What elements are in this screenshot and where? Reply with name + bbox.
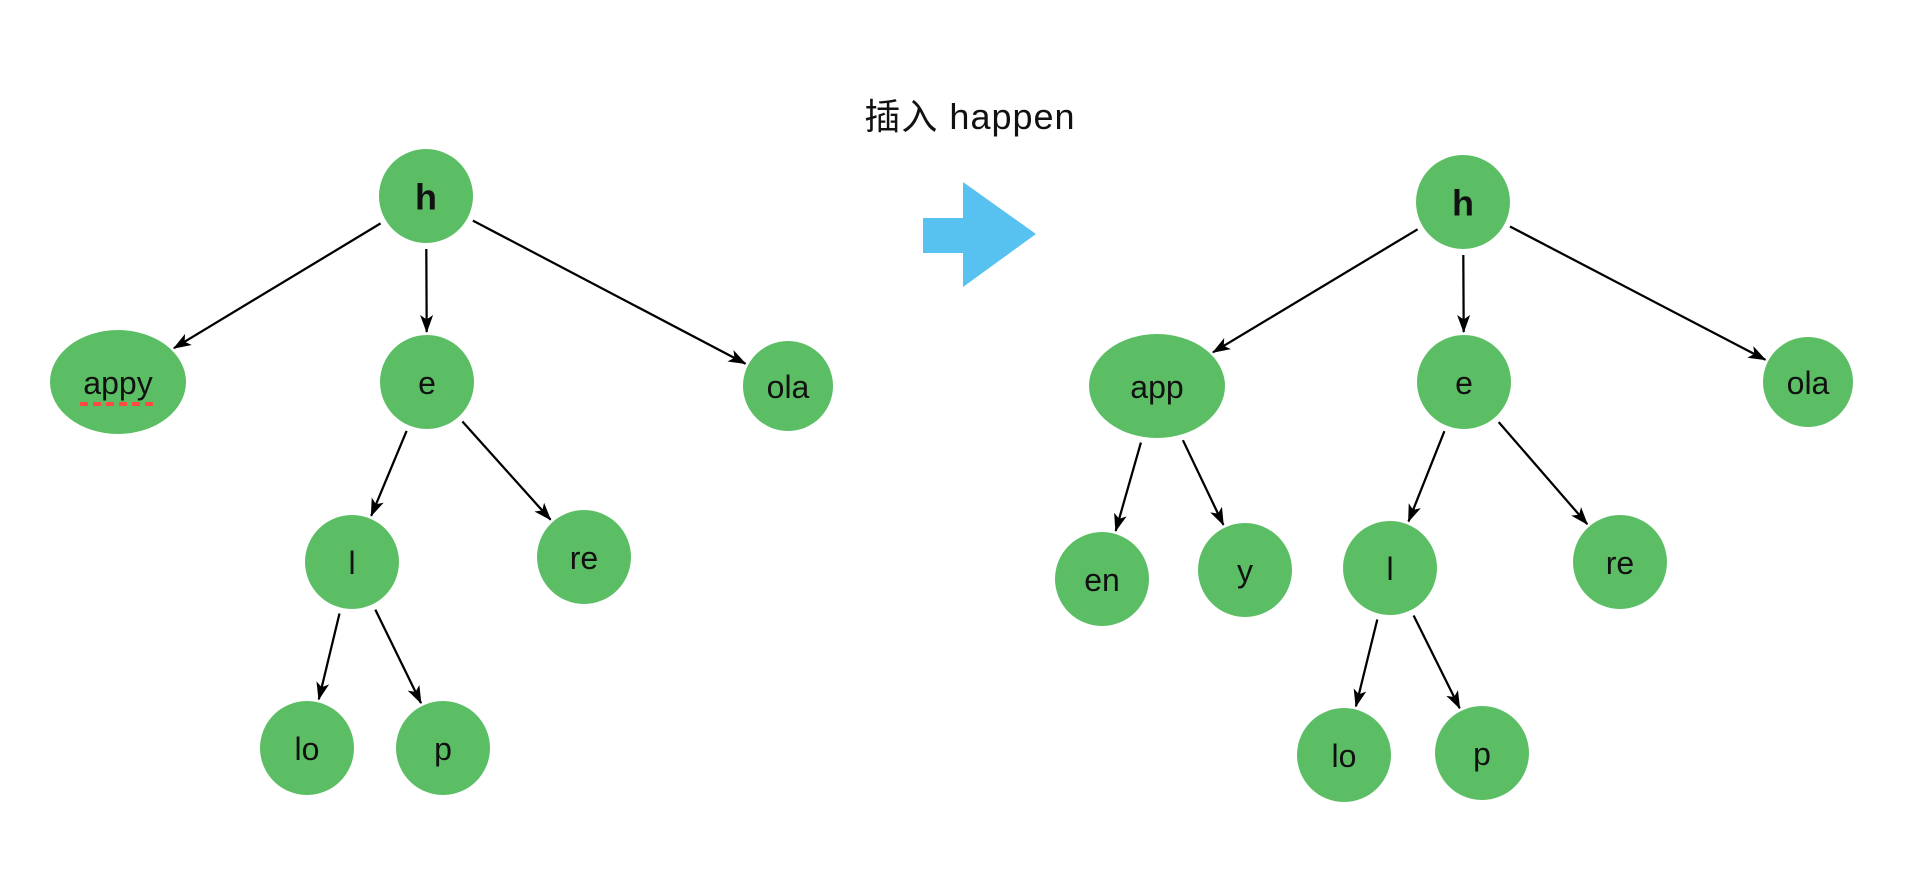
node-en <box>1055 532 1149 626</box>
node-label-l: l <box>1386 551 1393 587</box>
node-h <box>379 149 473 243</box>
edge-l-p <box>1412 614 1461 710</box>
node-appy <box>50 330 186 434</box>
node-label-e: e <box>1455 365 1473 401</box>
edge-l-lo <box>316 613 341 701</box>
edge-l-lo <box>1353 619 1379 708</box>
transform-arrow-icon <box>923 182 1036 287</box>
node-label-re: re <box>1606 545 1634 581</box>
edge-l-p <box>374 609 423 704</box>
node-label-en: en <box>1084 562 1120 598</box>
node-re <box>1573 515 1667 609</box>
edge-e-l <box>370 430 408 517</box>
node-lo <box>1297 708 1391 802</box>
node-lo <box>260 701 354 795</box>
edge-h-ola <box>1509 225 1767 361</box>
node-l <box>1343 521 1437 615</box>
node-label-l: l <box>348 545 355 581</box>
edge-h-app <box>1212 228 1419 354</box>
tree-after: h app e ola en y l re lo p <box>1055 155 1853 802</box>
node-ola <box>743 341 833 431</box>
edge-h-ola <box>472 219 747 365</box>
node-label-e: e <box>418 365 436 401</box>
edge-e-re <box>461 420 552 521</box>
node-label-re: re <box>570 540 598 576</box>
node-label-lo: lo <box>295 731 320 767</box>
edge-e-re <box>1497 421 1589 525</box>
node-label-appy: appy <box>83 365 152 401</box>
node-e <box>1417 335 1511 429</box>
diagram-title: 插入 happen <box>864 96 1076 137</box>
node-label-h: h <box>1452 183 1474 224</box>
node-h <box>1416 155 1510 249</box>
node-label-ola: ola <box>1787 365 1830 401</box>
edge-app-en <box>1114 442 1142 532</box>
node-p <box>396 701 490 795</box>
node-e <box>380 335 474 429</box>
edge-e-l <box>1407 430 1446 523</box>
node-p <box>1435 706 1529 800</box>
node-label-ola: ola <box>767 369 810 405</box>
node-label-p: p <box>1473 736 1491 772</box>
node-label-p: p <box>434 731 452 767</box>
node-ola <box>1763 337 1853 427</box>
tree-before: h appy e ola l re lo p <box>50 149 833 795</box>
node-y <box>1198 523 1292 617</box>
edge-app-y <box>1181 439 1225 526</box>
node-app <box>1089 334 1225 438</box>
node-l <box>305 515 399 609</box>
node-re <box>537 510 631 604</box>
edge-h-appy <box>173 222 382 350</box>
node-label-app: app <box>1130 369 1183 405</box>
node-label-lo: lo <box>1332 738 1357 774</box>
node-label-h: h <box>415 177 437 218</box>
node-label-y: y <box>1237 553 1253 589</box>
